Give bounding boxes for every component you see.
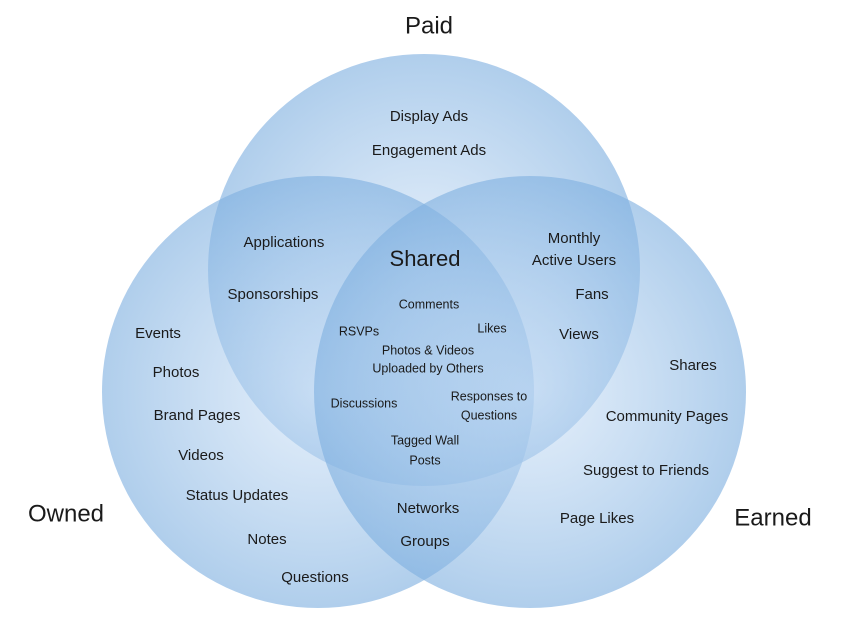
- shared-item: Responses to: [451, 389, 527, 403]
- paid-earned-item: Fans: [575, 286, 608, 303]
- paid-earned-item: Monthly: [548, 230, 601, 247]
- shared-item: Likes: [477, 321, 506, 335]
- paid-owned-item: Applications: [244, 234, 325, 251]
- owned-item: Notes: [247, 531, 286, 548]
- owned-item: Brand Pages: [154, 407, 241, 424]
- paid-title: Paid: [405, 12, 453, 39]
- paid-earned-item: Active Users: [532, 252, 616, 269]
- earned-item: Community Pages: [606, 408, 729, 425]
- owned-item: Status Updates: [186, 487, 289, 504]
- owned-title: Owned: [28, 500, 104, 527]
- shared-title: Shared: [390, 246, 461, 271]
- owned-item: Events: [135, 325, 181, 342]
- owned-item: Questions: [281, 569, 349, 586]
- owned-earned-item: Groups: [400, 533, 449, 550]
- earned-circle: [314, 176, 746, 608]
- earned-item: Shares: [669, 357, 717, 374]
- paid-item: Display Ads: [390, 108, 468, 125]
- shared-item: RSVPs: [339, 324, 379, 338]
- owned-earned-item: Networks: [397, 500, 460, 517]
- earned-item: Suggest to Friends: [583, 462, 709, 479]
- shared-item: Posts: [409, 453, 440, 467]
- shared-item: Tagged Wall: [391, 433, 459, 447]
- shared-item: Questions: [461, 408, 517, 422]
- paid-item: Engagement Ads: [372, 142, 486, 159]
- paid-owned-item: Sponsorships: [228, 286, 319, 303]
- shared-item: Uploaded by Others: [372, 361, 483, 375]
- owned-item: Photos: [153, 364, 200, 381]
- shared-item: Comments: [399, 297, 459, 311]
- earned-title: Earned: [734, 504, 811, 531]
- paid-earned-item: Views: [559, 326, 599, 343]
- earned-item: Page Likes: [560, 510, 634, 527]
- shared-item: Discussions: [331, 396, 398, 410]
- shared-item: Photos & Videos: [382, 343, 474, 357]
- owned-item: Videos: [178, 447, 224, 464]
